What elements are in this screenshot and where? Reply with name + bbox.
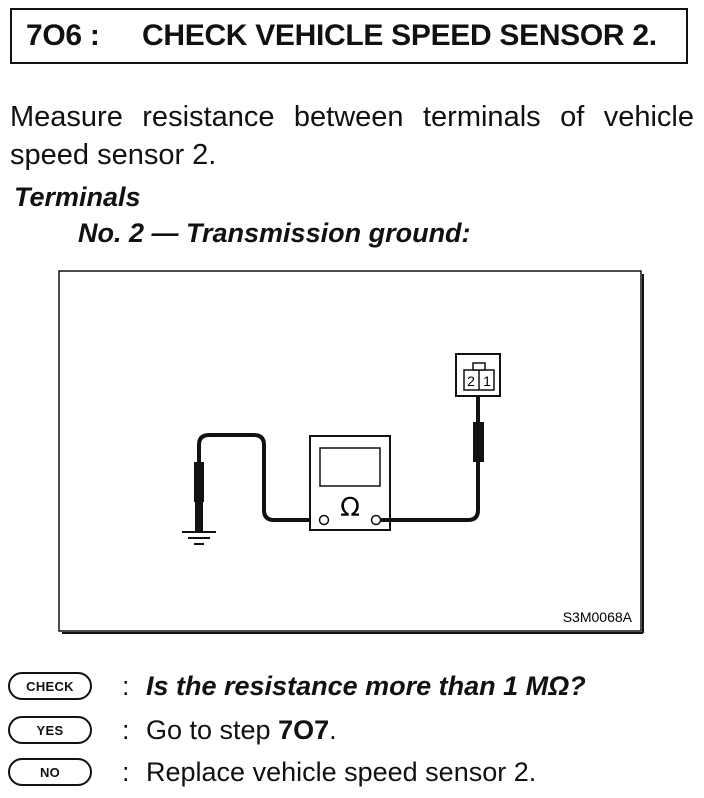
step-number: 7O6 : xyxy=(26,19,100,52)
wiring-diagram-svg: Ω 2 1 S3M0068A xyxy=(58,270,644,634)
right-probe-icon xyxy=(473,422,484,462)
yes-step-link: 7O7 xyxy=(278,714,330,745)
ground-symbol-icon xyxy=(182,531,216,545)
check-colon: : xyxy=(122,670,130,701)
ohm-symbol: Ω xyxy=(340,493,360,523)
right-lead-wire xyxy=(381,390,480,522)
connector-pin-1: 1 xyxy=(483,373,491,389)
yes-badge: YES xyxy=(8,716,92,744)
check-badge: CHECK xyxy=(8,672,92,700)
no-colon: : xyxy=(122,756,130,787)
yes-action-suffix: . xyxy=(329,714,337,745)
terminals-spec: No. 2 — Transmission ground: xyxy=(78,218,471,248)
no-action: Replace vehicle speed sensor 2. xyxy=(146,756,537,787)
connector-pin-2: 2 xyxy=(467,373,475,389)
left-probe-icon xyxy=(194,462,204,502)
step-title-box: 7O6 : CHECK VEHICLE SPEED SENSOR 2. xyxy=(10,8,688,64)
terminals-heading: Terminals xyxy=(14,182,141,212)
wiring-diagram: Ω 2 1 S3M0068A xyxy=(58,270,644,634)
no-row: NO : Replace vehicle speed sensor 2. xyxy=(8,754,698,790)
check-question: Is the resistance more than 1 MΩ? xyxy=(146,670,586,701)
yes-action: Go to step 7O7. xyxy=(146,715,337,746)
yes-action-prefix: Go to step xyxy=(146,714,279,745)
yes-row: YES : Go to step 7O7. xyxy=(8,712,698,748)
connector-icon: 2 1 xyxy=(455,353,501,397)
left-lead-wire xyxy=(197,433,320,532)
yes-colon: : xyxy=(122,714,130,745)
figure-code: S3M0068A xyxy=(563,609,633,625)
step-title: CHECK VEHICLE SPEED SENSOR 2. xyxy=(142,19,657,52)
instruction-text: Measure resistance between terminals of … xyxy=(10,101,694,171)
ohmmeter-icon: Ω xyxy=(309,435,391,531)
check-row: CHECK : Is the resistance more than 1 MΩ… xyxy=(8,668,698,704)
no-badge: NO xyxy=(8,758,92,786)
